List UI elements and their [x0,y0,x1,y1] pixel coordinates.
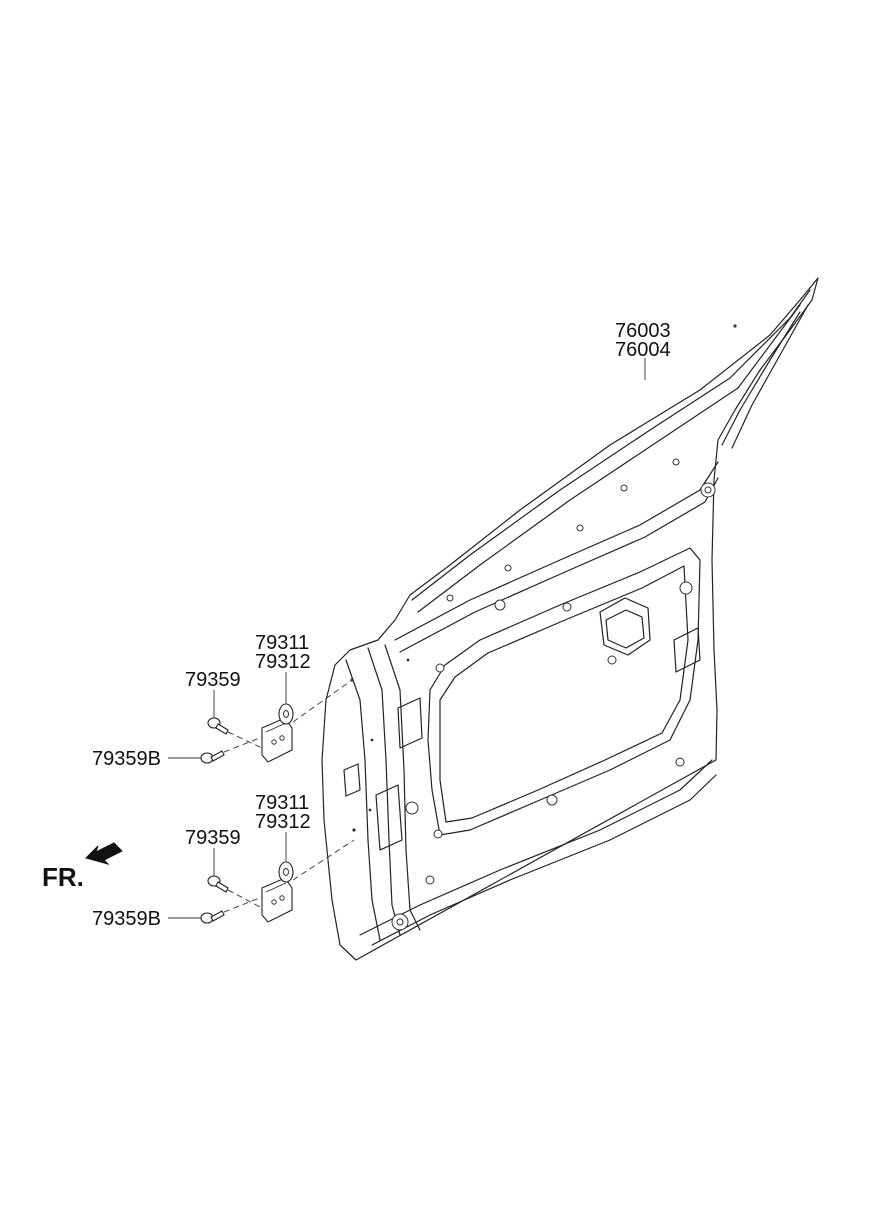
upper-hinge[interactable] [261,717,293,763]
lower-bolt[interactable] [207,875,229,893]
upper-bolt-b[interactable] [200,750,225,764]
upper-bolt[interactable] [207,717,229,735]
label-upper-bolt: 79359 [185,669,241,691]
label-lower-hinge-2: 79312 [255,811,311,833]
upper-hinge-assembly[interactable] [200,679,353,764]
front-direction-indicator: FR. [42,842,123,892]
front-door-panel[interactable] [321,277,819,961]
label-lower-bolt-b: 79359B [92,908,161,930]
front-arrow-icon [85,842,123,865]
lower-bolt-b[interactable] [200,910,225,924]
label-upper-bolt-b: 79359B [92,748,161,770]
label-upper-hinge-2: 79312 [255,651,311,673]
leader-lines [168,358,646,919]
label-lower-bolt: 79359 [185,827,241,849]
label-door-panel-1: 76003 [615,320,671,342]
lower-hinge[interactable] [261,877,293,923]
front-label: FR. [42,862,84,892]
label-door-panel-2: 76004 [615,339,671,361]
label-upper-hinge-1: 79311 [255,632,309,654]
label-lower-hinge-1: 79311 [255,792,309,814]
lower-hinge-assembly[interactable] [200,839,355,924]
